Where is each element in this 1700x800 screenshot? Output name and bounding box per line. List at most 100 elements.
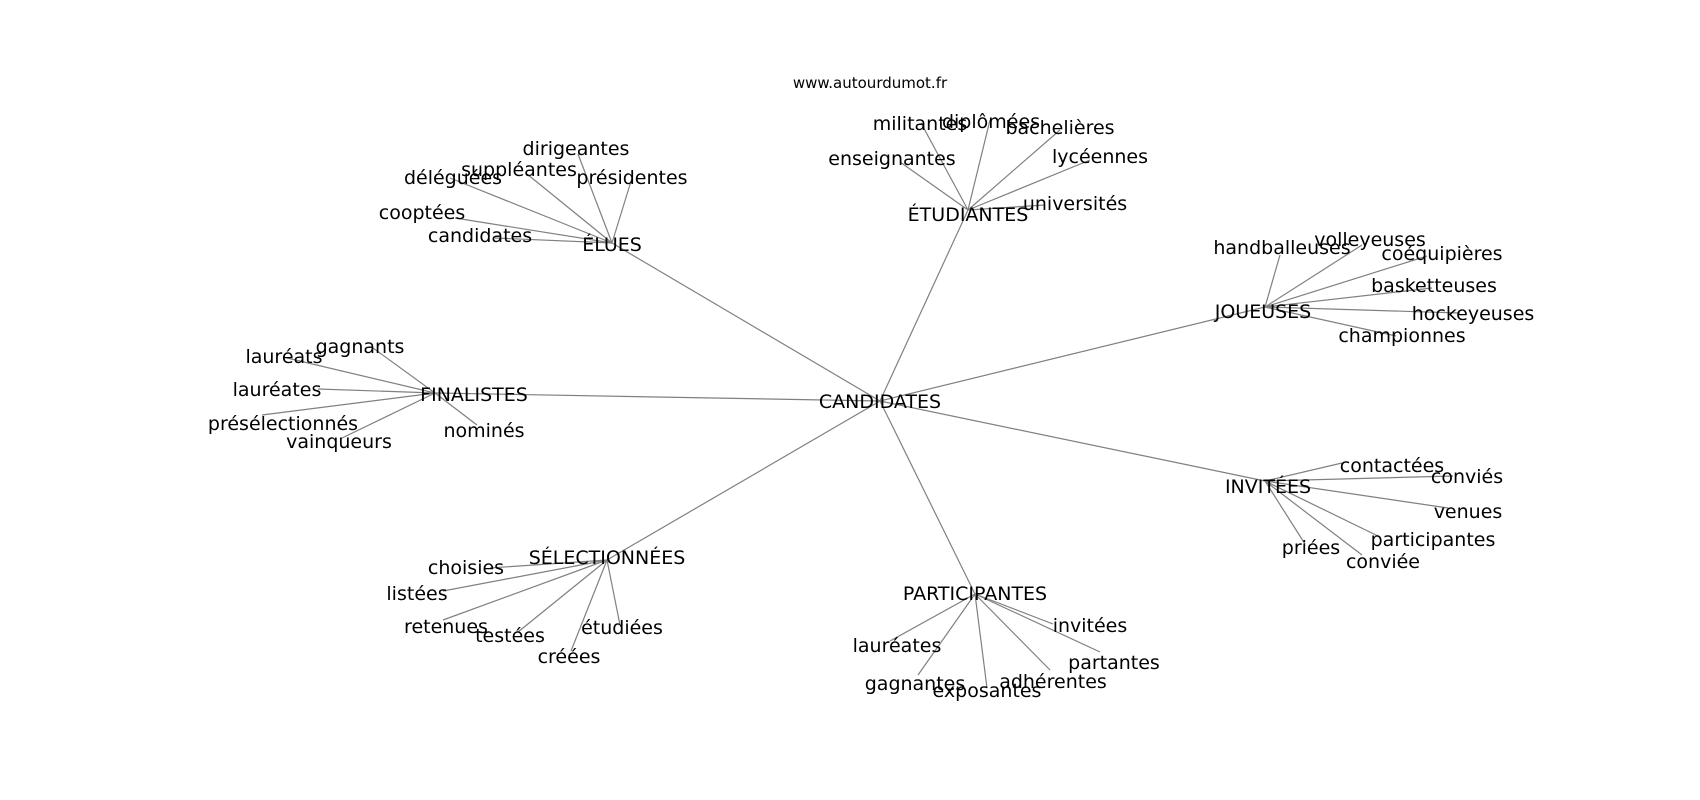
leaf-node-label[interactable]: gagnantes [865,673,966,695]
edge-hub-to-leaf [974,593,1054,625]
edge-hub-to-leaf [442,559,608,621]
leaf-node-label[interactable]: venues [1434,501,1503,523]
leaf-node-label[interactable]: conviés [1431,466,1503,488]
leaf-node-label[interactable]: lauréates [233,379,322,401]
edge-hub-to-leaf [1264,462,1343,482]
edge-hub-to-leaf [1264,480,1449,509]
leaf-node-label[interactable]: suppléantes [461,159,577,181]
leaf-node-label[interactable]: championnes [1338,325,1465,347]
leaf-node-label[interactable]: cooptées [379,202,465,224]
leaf-node-label[interactable]: gagnants [316,336,405,358]
edge-hub-to-leaf [611,177,633,244]
leaf-node-label[interactable]: lauréats [245,346,322,368]
edge-center-to-hub [606,400,881,561]
edge-hub-to-leaf [967,204,1046,211]
hub-node-label[interactable]: PARTICIPANTES [903,583,1047,605]
leaf-node-label[interactable]: partantes [1068,652,1160,674]
edge-hub-to-leaf [286,357,436,394]
leaf-node-label[interactable]: enseignantes [828,148,955,170]
hub-node-label[interactable]: ÉLUES [582,233,642,256]
edge-hub-to-leaf [1264,254,1281,308]
leaf-node-label[interactable]: choisies [428,557,504,579]
edge-hub-to-leaf [1264,480,1363,556]
edge-center-to-hub [879,400,976,595]
leaf-node-label[interactable]: conviée [1346,551,1420,573]
leaf-node-label[interactable]: lycéennes [1052,146,1148,168]
edge-hub-to-leaf [974,593,1101,653]
leaf-node-label[interactable]: participantes [1371,529,1496,551]
leaf-node-label[interactable]: contactées [1340,455,1444,477]
edge-hub-to-leaf [606,559,621,626]
hub-node-label[interactable]: FINALISTES [420,384,528,406]
edge-hub-to-leaf [889,593,976,642]
leaf-node-label[interactable]: dirigeantes [523,138,630,160]
edge-center-to-hub [434,392,881,402]
leaf-node-label[interactable]: hockeyeuses [1412,303,1535,325]
hub-node-label[interactable]: JOUEUSES [1214,301,1312,323]
leaf-node-label[interactable]: nominés [443,420,524,442]
source-label: www.autourdumot.fr [793,74,948,92]
edge-hub-to-leaf [1264,480,1381,538]
edge-hub-to-leaf [917,593,976,676]
edge-hub-to-leaf [517,559,608,633]
leaf-node-label[interactable]: universités [1023,193,1127,215]
hub-node-label[interactable]: ÉTUDIANTES [908,203,1029,226]
graph-edges [261,119,1461,689]
edge-hub-to-leaf [899,161,969,211]
center-node-label[interactable]: CANDIDATES [819,391,941,413]
leaf-node-label[interactable]: militantes [873,113,968,135]
leaf-node-label[interactable]: créées [538,646,601,668]
edge-hub-to-leaf [372,347,436,394]
leaf-node-label[interactable]: déléguées [404,167,502,189]
leaf-node-label[interactable]: handballeuses [1213,237,1350,259]
edge-hub-to-leaf [974,593,1051,671]
edge-hub-to-leaf [526,173,613,244]
edge-center-to-hub [879,400,1266,482]
edge-hub-to-leaf [967,119,991,211]
leaf-node-label[interactable]: exposantes [933,680,1042,702]
edge-hub-to-leaf [1264,306,1461,314]
leaf-node-label[interactable]: basketteuses [1371,275,1497,297]
edge-center-to-hub [879,306,1266,402]
hub-node-label[interactable]: INVITÉES [1225,475,1311,498]
leaf-node-label[interactable]: bachelières [1005,117,1114,139]
edge-hub-to-leaf [494,237,613,244]
leaf-node-label[interactable]: volleyeuses [1314,229,1426,251]
edge-hub-to-leaf [920,122,969,211]
edge-hub-to-leaf [1264,306,1397,337]
leaf-node-label[interactable]: diplômées [942,111,1040,133]
leaf-node-label[interactable]: adhérentes [999,671,1107,693]
leaf-node-label[interactable]: listées [386,583,447,605]
hub-node-label[interactable]: SÉLECTIONNÉES [529,546,686,569]
edge-hub-to-leaf [1264,244,1363,308]
leaf-node-label[interactable]: invitées [1053,615,1128,637]
leaf-node-label[interactable]: coéquipières [1381,243,1502,265]
edge-hub-to-leaf [449,177,613,244]
edge-hub-to-leaf [967,159,1091,211]
edge-hub-to-leaf [261,392,436,416]
edge-hub-to-leaf [442,559,608,592]
leaf-node-label[interactable]: présidentes [576,167,687,189]
edge-hub-to-leaf [489,559,608,569]
leaf-node-label[interactable]: testées [475,625,545,647]
edge-hub-to-leaf [339,392,436,440]
edge-hub-to-leaf [1264,287,1433,308]
leaf-node-label[interactable]: présélectionnés [208,413,358,435]
edge-hub-to-leaf [974,593,988,689]
edge-hub-to-leaf [317,388,436,394]
edge-hub-to-leaf [967,129,1061,211]
edge-hub-to-leaf [434,392,478,426]
leaf-node-label[interactable]: étudiées [581,617,663,639]
leaf-node-label[interactable]: lauréates [853,635,942,657]
leaf-node-label[interactable]: priées [1282,537,1340,559]
edge-hub-to-leaf [454,217,613,244]
edge-center-to-hub [879,209,969,402]
edge-hub-to-leaf [570,559,608,652]
leaf-node-label[interactable]: retenues [404,616,488,638]
leaf-node-label[interactable]: vainqueurs [286,431,392,453]
edge-hub-to-leaf [1264,255,1428,308]
leaf-node-label[interactable]: candidates [428,225,532,247]
edge-hub-to-leaf [1264,480,1306,545]
